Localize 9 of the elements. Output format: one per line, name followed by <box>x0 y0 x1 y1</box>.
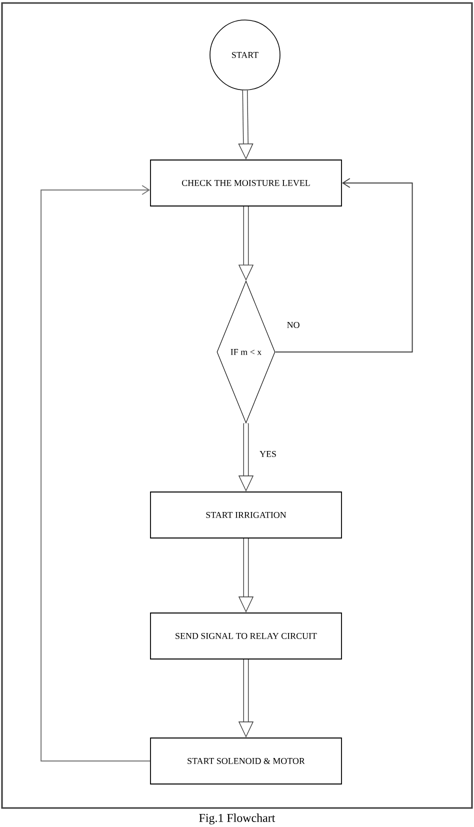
arrow <box>274 178 413 352</box>
edge-label: YES <box>258 450 278 458</box>
caption: Fig.1 Flowchart <box>199 814 276 824</box>
process-box: CHECK THE MOISTURE LEVEL <box>150 160 342 206</box>
arrow <box>40 185 151 762</box>
process-box: START SOLENOID & MOTOR <box>150 738 342 784</box>
process-box: START IRRIGATION <box>150 492 342 538</box>
edge-label: NO <box>286 320 301 329</box>
process-box: SEND SIGNAL TO RELAY CIRCUIT <box>150 612 342 660</box>
